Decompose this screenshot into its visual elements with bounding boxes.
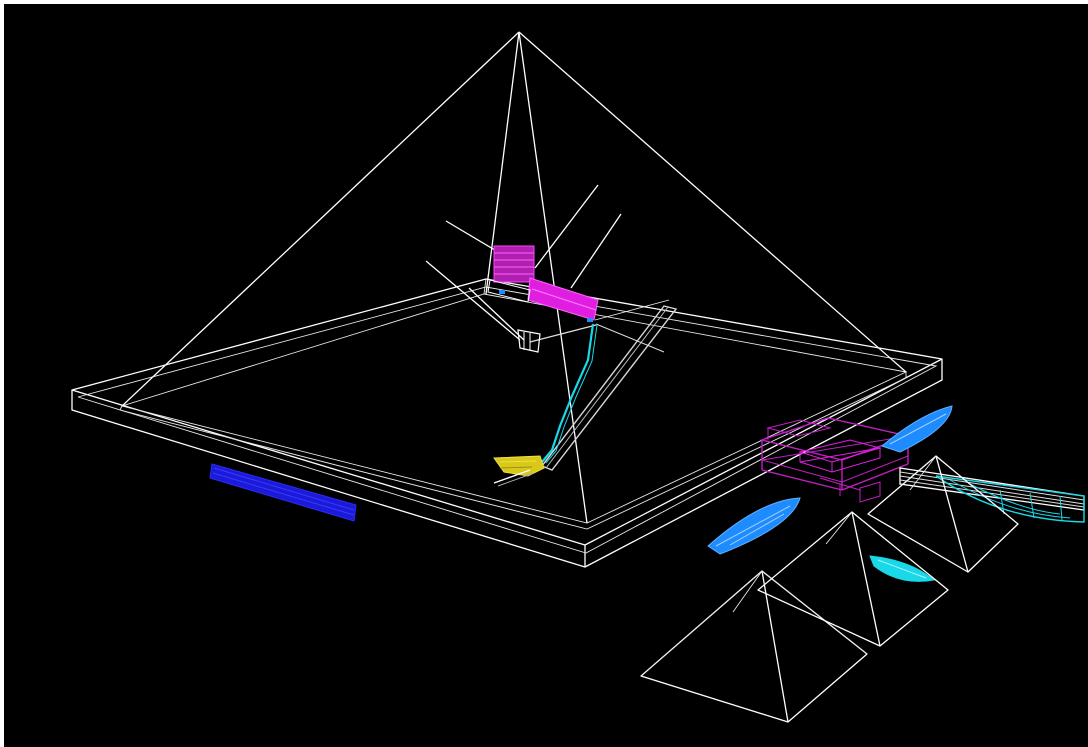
descending-passage xyxy=(541,323,598,464)
render-viewport[interactable] xyxy=(4,4,1088,747)
boat-pit-2 xyxy=(880,405,953,453)
buried-slab xyxy=(209,463,357,522)
boat-pit-3 xyxy=(869,555,936,582)
grand-gallery xyxy=(529,305,678,471)
wireframe-scene xyxy=(71,31,1085,723)
causeway xyxy=(899,467,1085,523)
queens-pyramid-3 xyxy=(867,455,1019,573)
chamber-complex xyxy=(487,245,599,353)
air-shafts xyxy=(425,184,670,341)
subterranean-chamber xyxy=(493,455,545,487)
main-pyramid xyxy=(121,31,907,524)
queens-pyramid-1 xyxy=(640,570,868,723)
boat-pits xyxy=(707,405,953,582)
queens-pyramid-2 xyxy=(757,511,949,647)
boat-pit-1 xyxy=(707,497,801,555)
mortuary-temple xyxy=(759,417,911,503)
queens-pyramids xyxy=(640,455,1019,723)
